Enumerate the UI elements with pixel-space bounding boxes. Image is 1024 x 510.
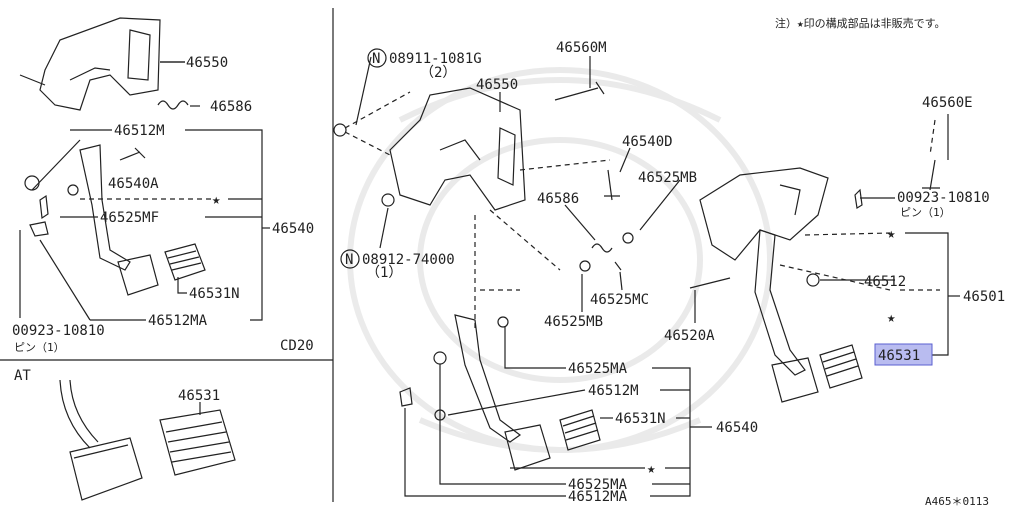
star-right-2: ★ bbox=[887, 310, 896, 326]
spring-46586-left bbox=[157, 100, 189, 110]
label-46501: 46501 bbox=[963, 289, 1005, 305]
label-46531-highlight: 46531 bbox=[878, 348, 920, 364]
pedal-pad-46540 bbox=[504, 424, 551, 471]
label-46525MB-top: 46525MB bbox=[638, 170, 697, 186]
bracket-46501 bbox=[699, 167, 829, 261]
pin-left bbox=[39, 194, 49, 220]
label-46525MA-bot: 46525MA bbox=[568, 477, 628, 493]
pedal-arm-left bbox=[79, 144, 131, 271]
note-text: 注）★印の構成部品は非販売です。 bbox=[775, 16, 946, 30]
label-08912: 08912-74000 bbox=[362, 252, 455, 268]
label-46512MA-right: 46512MA bbox=[568, 489, 628, 505]
label-pin-desc-left: ピン（1） bbox=[14, 341, 65, 354]
washer-08911 bbox=[333, 123, 347, 137]
star-right-1: ★ bbox=[887, 226, 896, 242]
pedal-arm-46501 bbox=[754, 229, 806, 376]
bolt-46560E bbox=[922, 159, 940, 191]
pedal-rubber-46531N-right bbox=[559, 409, 601, 451]
watermark-emblem bbox=[347, 67, 773, 453]
label-46525MA-top: 46525MA bbox=[568, 361, 628, 377]
highlight-46531 bbox=[874, 343, 933, 366]
bolt-46540A-left bbox=[119, 147, 146, 161]
at-panel-title: AT bbox=[14, 368, 31, 384]
bracket-46550-left bbox=[39, 17, 161, 111]
label-08911-qty: （2） bbox=[420, 65, 456, 81]
label-46550-right: 46550 bbox=[476, 77, 518, 93]
label-46520A: 46520A bbox=[664, 328, 715, 344]
label-pin-part-right: 00923-10810 bbox=[897, 190, 990, 206]
pedal-rubber-46531N-left bbox=[164, 243, 206, 281]
footer-code: A465＊0113 bbox=[925, 495, 989, 508]
label-46560E: 46560E bbox=[922, 95, 973, 111]
label-46531N-right: 46531N bbox=[615, 411, 666, 427]
right-panel-labels: 注）★印の構成部品は非販売です。 N 08911-1081G （2） 46550… bbox=[340, 16, 1005, 508]
nut-08912 bbox=[381, 193, 395, 207]
left-panel-labels: 46550 46586 46512M 46540A ★ 46525MF 4654… bbox=[12, 55, 314, 354]
label-pin-part-left: 00923-10810 bbox=[12, 323, 105, 339]
label-46560M: 46560M bbox=[556, 40, 607, 56]
label-46525MB-bot: 46525MB bbox=[544, 314, 603, 330]
pin-right bbox=[854, 188, 863, 209]
right-panel bbox=[333, 56, 960, 497]
label-46512M-left: 46512M bbox=[114, 123, 165, 139]
circled-n-1: N bbox=[372, 51, 380, 67]
bolt-46520A bbox=[689, 277, 731, 289]
spring-46586-right bbox=[591, 243, 613, 253]
circled-n-2: N bbox=[345, 252, 353, 268]
bolt-46560M bbox=[554, 81, 605, 101]
at-pedal-pad bbox=[69, 437, 143, 501]
left-panel bbox=[19, 17, 270, 321]
label-46540D: 46540D bbox=[622, 134, 673, 150]
at-panel bbox=[59, 379, 236, 501]
label-46512M-right: 46512M bbox=[588, 383, 639, 399]
bolt-46540D bbox=[604, 169, 620, 201]
label-46540-left: 46540 bbox=[272, 221, 314, 237]
label-46525MF-left: 46525MF bbox=[100, 210, 159, 226]
label-46531-at: 46531 bbox=[178, 388, 220, 404]
star-right-3: ★ bbox=[647, 461, 656, 477]
label-46525MC: 46525MC bbox=[590, 292, 649, 308]
pedal-arm-46540 bbox=[454, 314, 522, 443]
bracket-46550-right bbox=[389, 87, 526, 211]
label-46540-right: 46540 bbox=[716, 420, 758, 436]
label-46586-right: 46586 bbox=[537, 191, 579, 207]
pedal-pad-46501 bbox=[771, 357, 819, 403]
label-pin-desc-right: ピン（1） bbox=[900, 206, 951, 219]
at-pedal-arm bbox=[59, 379, 99, 449]
label-46531N-left: 46531N bbox=[189, 286, 240, 302]
label-08912-qty: （1） bbox=[366, 265, 402, 281]
nut-46512 bbox=[806, 273, 820, 287]
pedal-rubber-46531-right bbox=[819, 344, 863, 389]
label-46512: 46512 bbox=[864, 274, 906, 290]
label-46540A-left: 46540A bbox=[108, 176, 159, 192]
label-08911: 08911-1081G bbox=[389, 51, 482, 67]
label-46512MA-left: 46512MA bbox=[148, 313, 208, 329]
pedal-pad-left bbox=[117, 254, 159, 296]
star-left: ★ bbox=[212, 192, 221, 208]
nut-left bbox=[24, 175, 40, 191]
label-46550-left: 46550 bbox=[186, 55, 228, 71]
variant-label: CD20 bbox=[280, 338, 314, 354]
label-46586-left: 46586 bbox=[210, 99, 252, 115]
